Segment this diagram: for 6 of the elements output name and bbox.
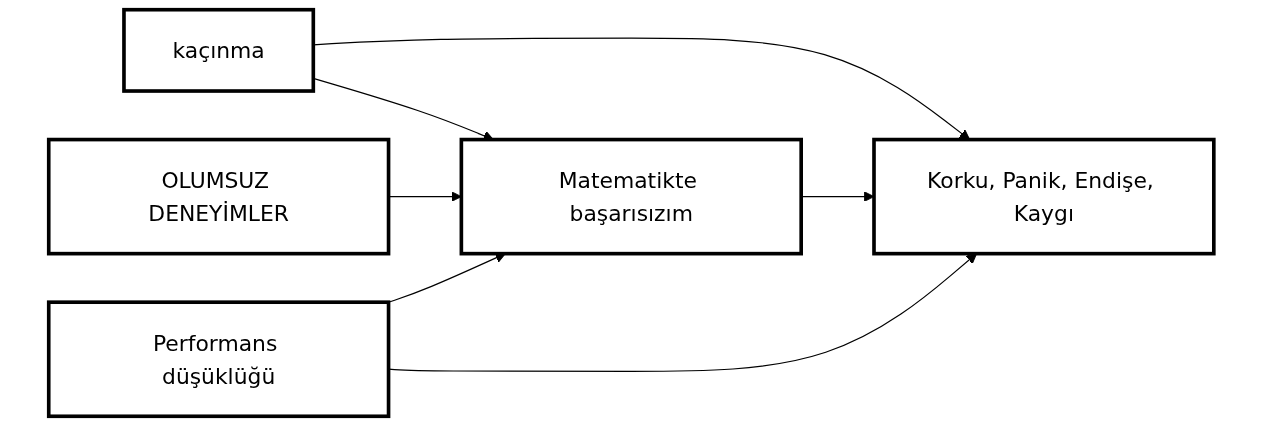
node-box: Performans düşüklüğü xyxy=(47,300,391,419)
node-box: Korku, Panik, Endişe, Kaygı xyxy=(872,137,1216,256)
arrow xyxy=(388,253,978,372)
node-box: Matematikte başarısızım xyxy=(459,137,804,256)
node-box: kaçınma xyxy=(122,7,316,93)
node-box: OLUMSUZ DENEYİMLER xyxy=(47,137,391,256)
